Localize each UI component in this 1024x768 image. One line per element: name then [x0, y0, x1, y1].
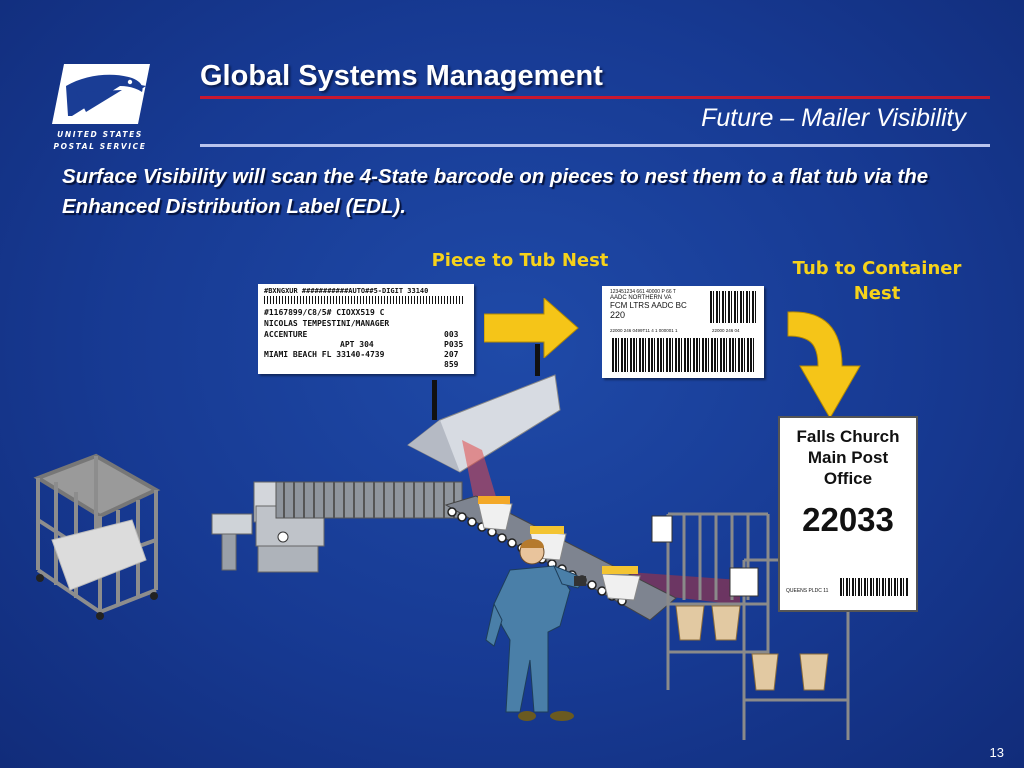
tub-label-content-line: FCM LTRS AADC BC	[610, 301, 687, 310]
mailpiece-4state-barcode	[264, 296, 464, 304]
mailpiece-code-4: 859	[444, 360, 459, 369]
tub-edl-label-card: 123451234 661 40000 P 66 T AADC NORTHERN…	[602, 286, 764, 378]
tub-label-destination: AADC NORTHERN VA	[610, 295, 672, 301]
tub-label-2d-barcode	[710, 291, 756, 323]
arrow-down-curved-icon	[787, 311, 861, 420]
upper-conveyor-icon	[275, 481, 463, 519]
mailpiece-code-3: 207	[444, 350, 459, 359]
placard-zip: 22033	[802, 501, 894, 538]
placard-facility-line2: Main Post	[807, 448, 889, 467]
lead-text: Surface Visibility will scan the 4-State…	[62, 165, 929, 218]
org-name-line2: POSTAL SERVICE	[53, 142, 147, 151]
postal-worker-icon	[485, 539, 586, 721]
placard-facility-line1: Falls Church	[796, 427, 900, 446]
container-placard: Falls Church Main Post Office 22033 QUEE…	[778, 416, 918, 612]
cage-cart-icon	[33, 453, 161, 620]
tub-label-small-top: 123451234 661 40000 P 66 T	[610, 289, 676, 295]
processing-scene-illustration	[33, 344, 850, 740]
mailpiece-code-2: P035	[444, 340, 464, 349]
slide-subtitle: Future – Mailer Visibility	[701, 104, 966, 132]
mailpiece-endorsement-line: #BXNGXUR ###########AUTO##5-DIGIT 33140	[264, 287, 429, 295]
mailpiece-city-line: MIAMI BEACH FL 33140-4739	[264, 350, 385, 359]
tub-label-small-bottom-left: 22000 246 0499T11 4 1 000001 1	[610, 328, 678, 333]
tub-to-container-label-line2: Nest	[853, 283, 901, 304]
slide-title: Global Systems Management	[200, 60, 603, 92]
tub-label-linear-barcode	[612, 338, 756, 372]
title-divider-red	[200, 96, 990, 99]
mailpiece-company-line: ACCENTURE	[264, 330, 308, 339]
title-divider-blue	[200, 144, 990, 147]
placard-barcode	[840, 578, 908, 596]
tub-label-zip3: 220	[610, 310, 626, 320]
placard-facility-line3: Office	[823, 469, 873, 488]
page-number: 13	[989, 745, 1004, 760]
usps-eagle-logo	[52, 64, 150, 124]
mailpiece-apt-line: APT 304	[340, 340, 374, 349]
mailpiece-name-line: NICOLAS TEMPESTINI/MANAGER	[264, 319, 390, 328]
mailpiece-code-1: 003	[444, 330, 459, 339]
tub-conveyor-icon	[444, 495, 677, 621]
org-name-line1: UNITED STATES	[57, 130, 143, 139]
tub-label-small-bottom-right: 22000 246 04	[712, 328, 740, 333]
arrow-right-icon	[484, 298, 579, 358]
tub-to-container-label-line1: Tub to Container	[792, 258, 962, 279]
mailpiece-address-card: #BXNGXUR ###########AUTO##5-DIGIT 33140 …	[258, 284, 474, 374]
mailpiece-account-line: #1167899/C8/5# CIOXX519 C	[264, 308, 385, 317]
placard-small-text: QUEENS PLDC 11	[786, 588, 829, 594]
piece-to-tub-label: Piece to Tub Nest	[431, 250, 609, 271]
feeder-machine-icon	[211, 481, 325, 573]
